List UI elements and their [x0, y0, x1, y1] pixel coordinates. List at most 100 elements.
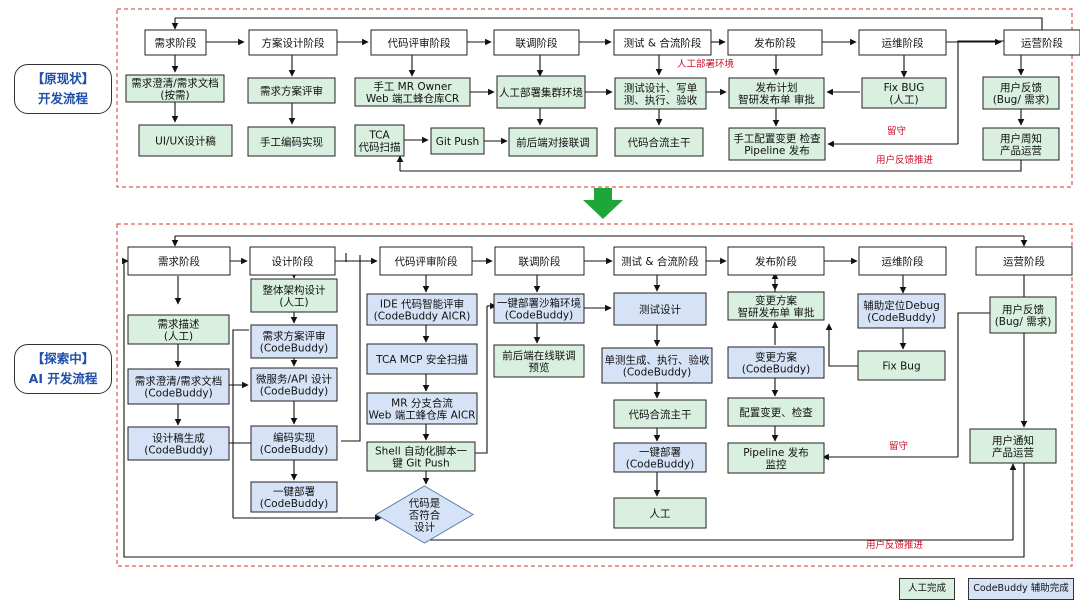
ai-process-label: 【探索中】 AI 开发流程 [14, 344, 112, 394]
diagram-notes: 人工部署环境 留守 用户反馈推进 留守 用户反馈推进 [677, 58, 934, 551]
bottom-node-label: 设计稿生成 [152, 432, 205, 445]
bottom-node-human-box [127, 314, 230, 345]
transition-arrow-icon [583, 188, 623, 219]
bottom-node-label: 辅助定位Debug [863, 299, 940, 312]
top-node-label: 产品运营 [1000, 144, 1042, 157]
bottom-node-label: 代码是 [409, 498, 441, 510]
bottom-node-assist-box [366, 343, 478, 375]
bottom-node-label: 代码合流主干 [629, 408, 692, 421]
bottom-node-label: 整体架构设计 [263, 284, 326, 297]
bottom-node-assist-box [727, 346, 825, 379]
top-node-label: Git Push [436, 136, 479, 148]
bottom-node-label: 智研发布单 审批 [738, 306, 815, 319]
top-node-label: 测试设计、写单 [624, 82, 698, 95]
bottom-node-label: 用户通知 [992, 434, 1034, 447]
bottom-node-human-box [613, 399, 707, 429]
bottom-node-assist-box [366, 392, 478, 425]
bottom-node-assist-box [250, 324, 338, 359]
bottom-node-label: 运营阶段 [1003, 255, 1045, 268]
bottom-node-label: Pipeline 发布 [743, 446, 808, 459]
bottom-node-stage-box [613, 246, 707, 276]
bottom-node-assist-box [127, 426, 230, 461]
current-process-frame [116, 8, 1073, 188]
bottom-node-label: 键 Git Push [392, 457, 449, 470]
top-node-human-box [247, 126, 336, 157]
bottom-node-label: (Bug/ 需求) [995, 316, 1052, 328]
ai-process-title: 【探索中】 [31, 351, 95, 366]
bottom-node-label: 监控 [766, 458, 787, 471]
top-node-label: 代码评审阶段 [388, 37, 451, 50]
bottom-node-label: 人工 [650, 508, 671, 520]
top-node-label: UI/UX设计稿 [155, 135, 216, 148]
bottom-node-label: (CodeBuddy) [626, 459, 694, 471]
top-node-stage-box [144, 29, 207, 56]
diagram-nodes: 需求阶段方案设计阶段代码评审阶段联调阶段测试 & 合流阶段发布阶段运维阶段运营阶… [125, 29, 1080, 544]
top-node-label: 运营阶段 [1021, 37, 1063, 50]
top-node-stage-box [370, 29, 468, 56]
top-node-label: 前后端对接联调 [516, 136, 590, 149]
top-node-label: 需求阶段 [155, 37, 197, 50]
bottom-node-label: (CodeBuddy) [505, 310, 573, 322]
top-node-label: 智研发布单 审批 [738, 93, 815, 106]
top-node-stage-box [727, 29, 823, 56]
top-node-label: TCA [368, 130, 390, 142]
top-node-human-box [861, 77, 947, 109]
bottom-node-label: TCA MCP 安全扫描 [375, 353, 468, 366]
top-node-label: 人工部署集群环境 [499, 86, 583, 99]
bottom-node-label: 一键部署 [273, 485, 315, 498]
bottom-node-label: (人工) [279, 297, 308, 309]
bottom-node-label: IDE 代码智能评审 [380, 298, 464, 311]
current-process-connectors [171, 17, 1043, 172]
bottom-node-label: 设计阶段 [272, 255, 314, 268]
top-node-label: 发布计划 [756, 81, 798, 94]
bottom-node-human-box [250, 278, 338, 313]
note-feedback-bottom: 用户反馈推进 [866, 539, 924, 551]
top-node-label: 测、执行、验收 [624, 94, 698, 107]
ai-process-frame [116, 223, 1073, 567]
bottom-node-stage-box [249, 246, 336, 276]
top-node-label: 用户反馈 [1000, 81, 1042, 94]
top-node-label: Fix BUG [884, 82, 925, 94]
bottom-node-label: 预览 [529, 361, 550, 374]
bottom-node-label: 产品运营 [992, 446, 1034, 459]
bottom-node-label: 设计 [414, 521, 435, 534]
note-on-duty-top: 留守 [887, 125, 906, 137]
top-node-human-box [138, 124, 233, 157]
top-node-human-box [496, 75, 586, 109]
ai-process-connectors [122, 235, 1028, 558]
bottom-node-label: 代码评审阶段 [395, 255, 458, 268]
bottom-node-human-box [969, 428, 1057, 464]
note-on-duty-bottom: 留守 [889, 440, 908, 452]
bottom-node-label: (CodeBuddy) [623, 367, 691, 379]
bottom-node-stage-box [379, 246, 473, 276]
top-node-human-box [614, 127, 704, 157]
bottom-node-label: 需求方案评审 [263, 330, 326, 343]
top-node-human-box [728, 77, 825, 109]
bottom-node-stage-box [858, 246, 947, 276]
bottom-node-label: (CodeBuddy) [260, 498, 328, 510]
top-node-human-box [354, 77, 471, 107]
top-node-human-box [614, 77, 707, 110]
top-node-human-box [982, 127, 1060, 161]
bottom-node-human-box [493, 344, 585, 378]
ai-process-subtitle: AI 开发流程 [28, 371, 98, 386]
top-node-label: 代码合流主干 [628, 136, 691, 149]
bottom-node-stage-box [975, 246, 1073, 276]
bottom-node-stage-box [127, 246, 231, 276]
top-node-label: 手工配置变更 检查 [733, 132, 821, 145]
bottom-node-label: 需求澄清/需求文档 [135, 375, 223, 388]
top-node-label: 发布阶段 [754, 37, 796, 50]
bottom-node-label: 一键部署沙箱环境 [497, 297, 581, 310]
bottom-node-label: 编码实现 [273, 431, 315, 444]
bottom-node-label: 单测生成、执行、验收 [605, 354, 710, 367]
bottom-node-label: (CodeBuddy) [867, 312, 935, 324]
top-node-stage-box [613, 29, 712, 56]
top-node-label: 测试 & 合流阶段 [624, 37, 702, 50]
bottom-node-stage-box [727, 246, 825, 276]
bottom-node-label: 发布阶段 [755, 255, 797, 268]
top-node-label: 方案设计阶段 [262, 37, 325, 50]
bottom-node-label: 变更方案 [755, 351, 797, 364]
bottom-node-assist-box [613, 292, 707, 326]
bottom-node-diamond-box [375, 485, 474, 544]
note-feedback-top: 用户反馈推进 [876, 154, 934, 166]
